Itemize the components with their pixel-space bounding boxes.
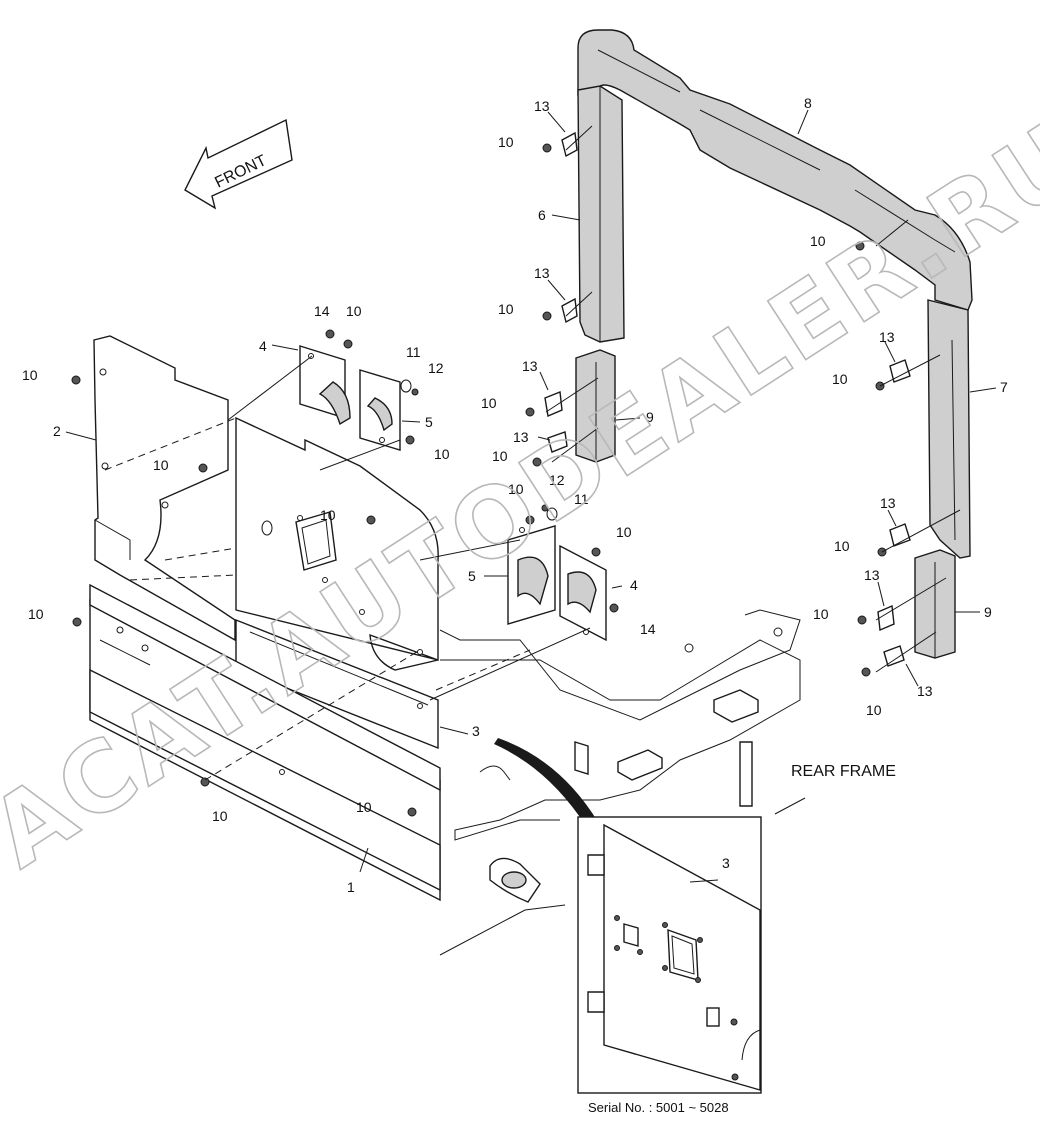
seal-left-vertical: [577, 85, 625, 343]
panel-2: [93, 335, 236, 642]
callout-10: 10: [498, 301, 514, 317]
clip-set: [544, 131, 911, 667]
callout-3: 3: [472, 723, 480, 739]
callout-13: 13: [534, 98, 550, 114]
callout-14-upper: 14: [314, 303, 330, 319]
callout-10: 10: [320, 507, 336, 523]
panel-1: [89, 583, 441, 902]
callout-6: 6: [538, 207, 546, 223]
callout-13: 13: [864, 567, 880, 583]
callout-13: 13: [522, 358, 538, 374]
leader-lines: [65, 109, 997, 873]
callout-14-lower: 14: [640, 621, 656, 637]
rear-frame: [439, 609, 806, 956]
callout-labels: 1 2 3 3 4 4 5 5 6 7 8 9 9 10 10 10 10 10…: [22, 95, 1008, 895]
callout-10: 10: [832, 371, 848, 387]
callout-10: 10: [481, 395, 497, 411]
callout-11-lower: 11: [574, 491, 589, 507]
callout-10: 10: [346, 303, 362, 319]
callout-3-detail: 3: [722, 855, 730, 871]
rear-frame-label: REAR FRAME: [791, 763, 896, 780]
front-arrow-icon: FRONT: [184, 118, 293, 210]
detail-arrow: [494, 738, 598, 826]
callout-9-upper: 9: [646, 409, 654, 425]
seal-block-lower: [914, 549, 956, 659]
callout-7: 7: [1000, 379, 1008, 395]
cover-plate-lower: [507, 525, 607, 642]
callout-13: 13: [879, 329, 895, 345]
callout-13: 13: [534, 265, 550, 281]
callout-5-upper: 5: [425, 414, 433, 430]
callout-8: 8: [804, 95, 812, 111]
callout-13: 13: [513, 429, 529, 445]
callout-10: 10: [866, 702, 882, 718]
seal-right-vertical: [927, 299, 971, 559]
callout-4-lower: 4: [630, 577, 638, 593]
callout-10: 10: [813, 606, 829, 622]
fastener-set: [71, 143, 887, 817]
callout-10: 10: [434, 446, 450, 462]
callout-10: 10: [492, 448, 508, 464]
seal-top-beam: [577, 29, 973, 311]
callout-13: 13: [917, 683, 933, 699]
callout-13: 13: [880, 495, 896, 511]
detail-inset: [577, 816, 762, 1094]
callout-10: 10: [498, 134, 514, 150]
seal-block-upper: [575, 349, 616, 463]
callout-10: 10: [616, 524, 632, 540]
panel-3: [235, 618, 439, 750]
serial-number: Serial No. : 5001 ~ 5028: [588, 1100, 729, 1115]
callout-10: 10: [28, 606, 44, 622]
callout-2: 2: [53, 423, 61, 439]
callout-10: 10: [810, 233, 826, 249]
callout-1: 1: [347, 879, 355, 895]
callout-12-upper: 12: [428, 360, 444, 376]
callout-5-lower: 5: [468, 568, 476, 584]
panel-center: [235, 416, 439, 671]
callout-9-lower: 9: [984, 604, 992, 620]
callout-10: 10: [153, 457, 169, 473]
cover-plate-upper: [299, 345, 401, 451]
callout-11-upper: 11: [406, 344, 421, 360]
assembly-lines: [104, 125, 961, 781]
callout-10: 10: [22, 367, 38, 383]
callout-10: 10: [834, 538, 850, 554]
callout-10: 10: [212, 808, 228, 824]
callout-12-lower: 12: [549, 472, 565, 488]
callout-10: 10: [508, 481, 524, 497]
callout-10: 10: [356, 799, 372, 815]
callout-4-upper: 4: [259, 338, 267, 354]
front-label: FRONT: [212, 152, 269, 192]
